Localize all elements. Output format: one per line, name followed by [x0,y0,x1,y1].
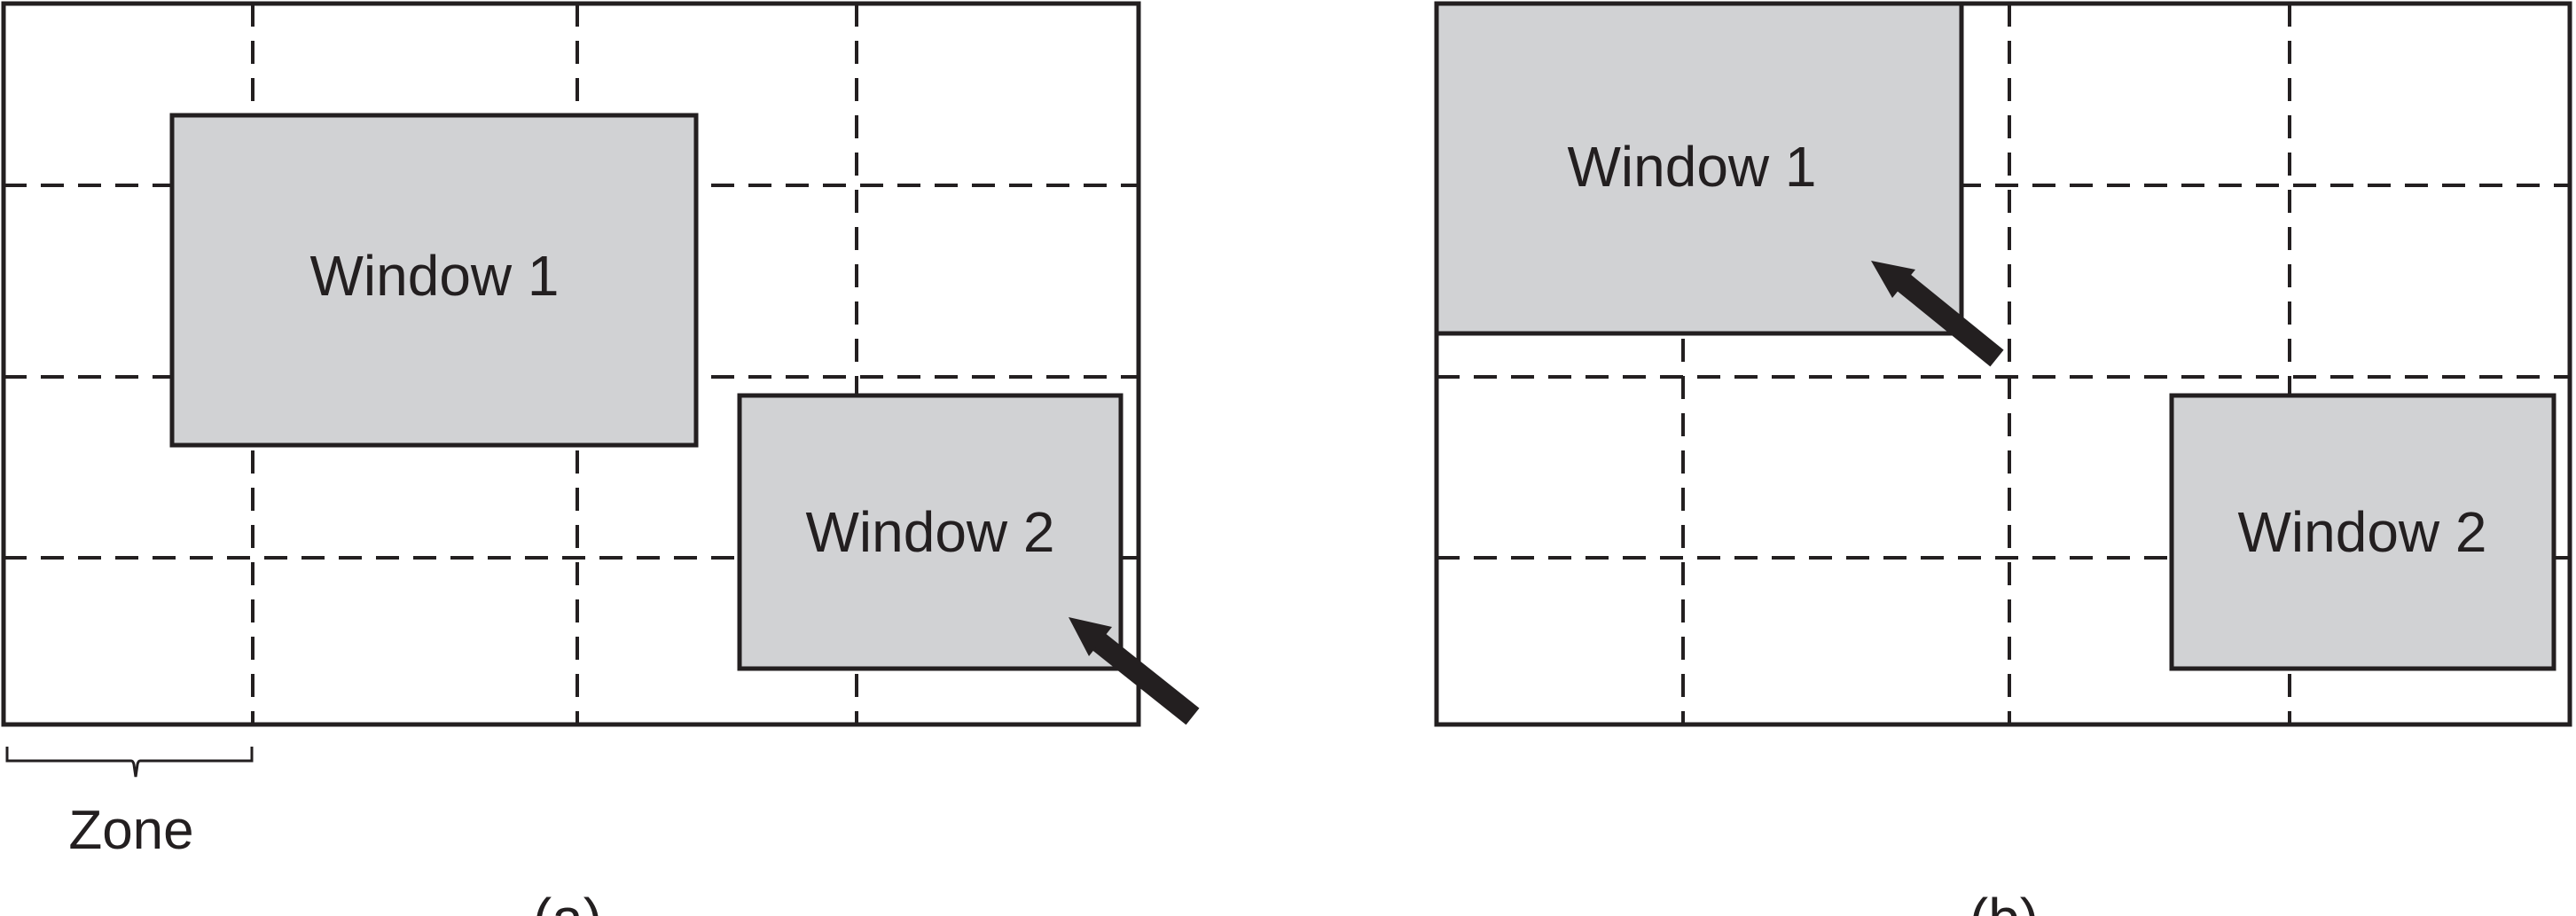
zone-label: Zone [68,800,193,861]
window-2-b-label: Window 2 [2238,500,2487,564]
window-1-a-label: Window 1 [310,244,560,308]
pointer-arrow-b-icon [1871,261,2004,367]
window-1-b [1434,1,1964,336]
panel-a: Window 1 Window 2 Zone (a) [1,1,1200,916]
window-2-a-label: Window 2 [806,500,1055,564]
caption-b: (b) [1969,887,2039,916]
zone-brace-icon [5,747,254,778]
window-1-b-label: Window 1 [1568,135,1817,199]
panel-b: Window 1 Window 2 (b) [1434,1,2572,916]
window-2-b [2169,393,2556,671]
caption-a: (a) [533,887,602,916]
window-2-a [737,393,1124,671]
pointer-arrow-a-icon [1069,617,1200,725]
window-1-a [169,113,699,448]
